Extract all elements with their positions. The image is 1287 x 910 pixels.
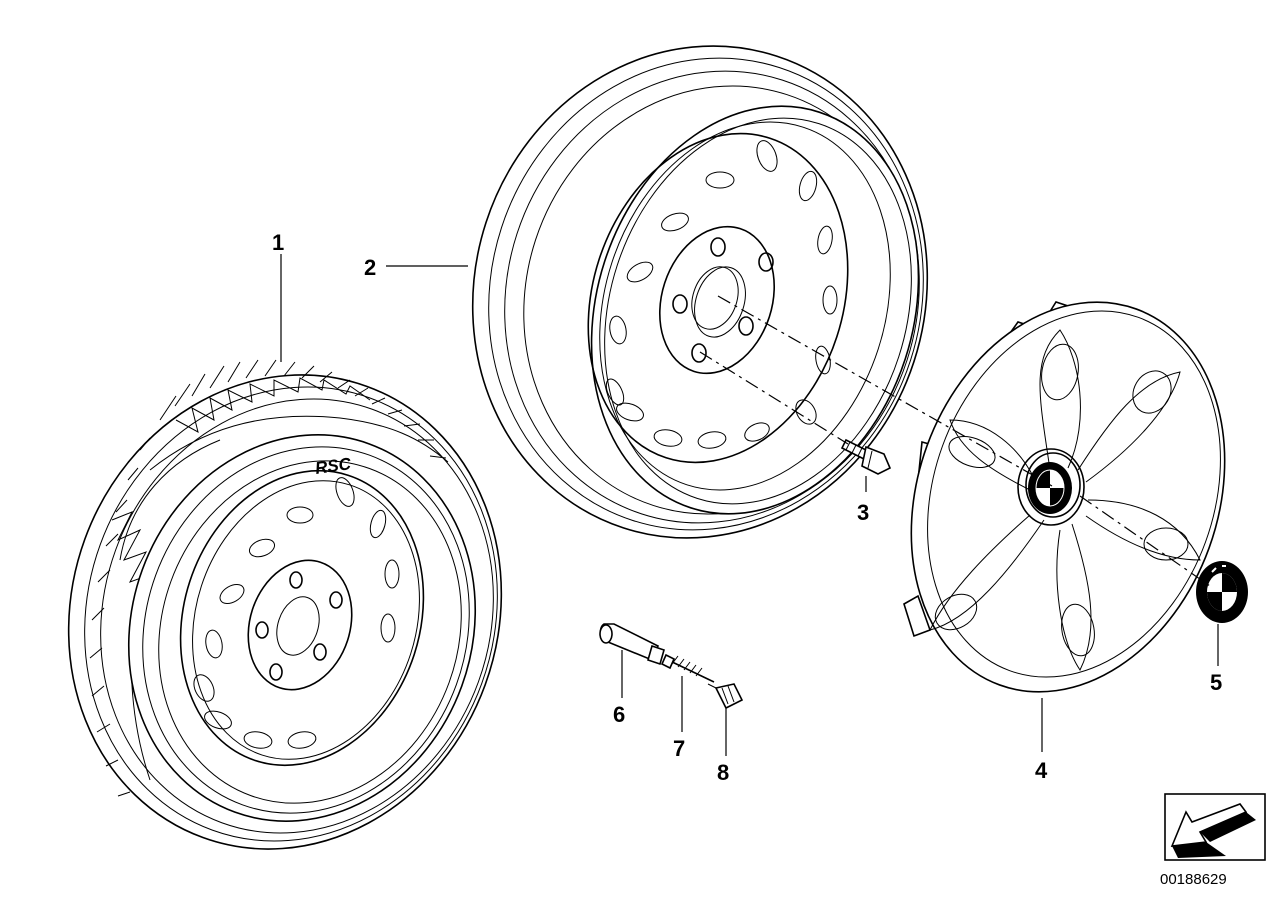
callout-8[interactable]: 8 [717,760,729,785]
valve-core[interactable] [660,653,715,683]
tire-marking: RSC [314,454,353,478]
steel-rim[interactable] [409,0,990,597]
wheel-bolt[interactable] [840,438,892,475]
callout-6[interactable]: 6 [613,702,625,727]
wheel-with-tire[interactable]: RSC [3,314,567,910]
callout-4[interactable]: 4 [1035,758,1048,783]
rim-bolt-holes [672,237,774,363]
wheel-bolt-holes [255,571,343,681]
tire-valve[interactable] [599,623,665,666]
diagram-id: 00188629 [1160,871,1227,888]
callouts: 1 2 3 4 5 6 7 8 [272,230,1222,785]
center-emblem [1028,462,1072,514]
callout-1[interactable]: 1 [272,230,284,255]
callout-7[interactable]: 7 [673,736,685,761]
hub-cap[interactable] [859,258,1278,736]
callout-3[interactable]: 3 [857,500,869,525]
callout-2[interactable]: 2 [364,255,376,280]
leader-lines [280,254,1219,756]
wheel-vent-holes [193,477,400,749]
callout-5[interactable]: 5 [1210,670,1222,695]
emblem-badge[interactable] [1196,561,1248,623]
view-direction-symbol [1164,793,1266,861]
rim-vent-holes [605,140,838,449]
valve-cap[interactable] [707,683,744,710]
